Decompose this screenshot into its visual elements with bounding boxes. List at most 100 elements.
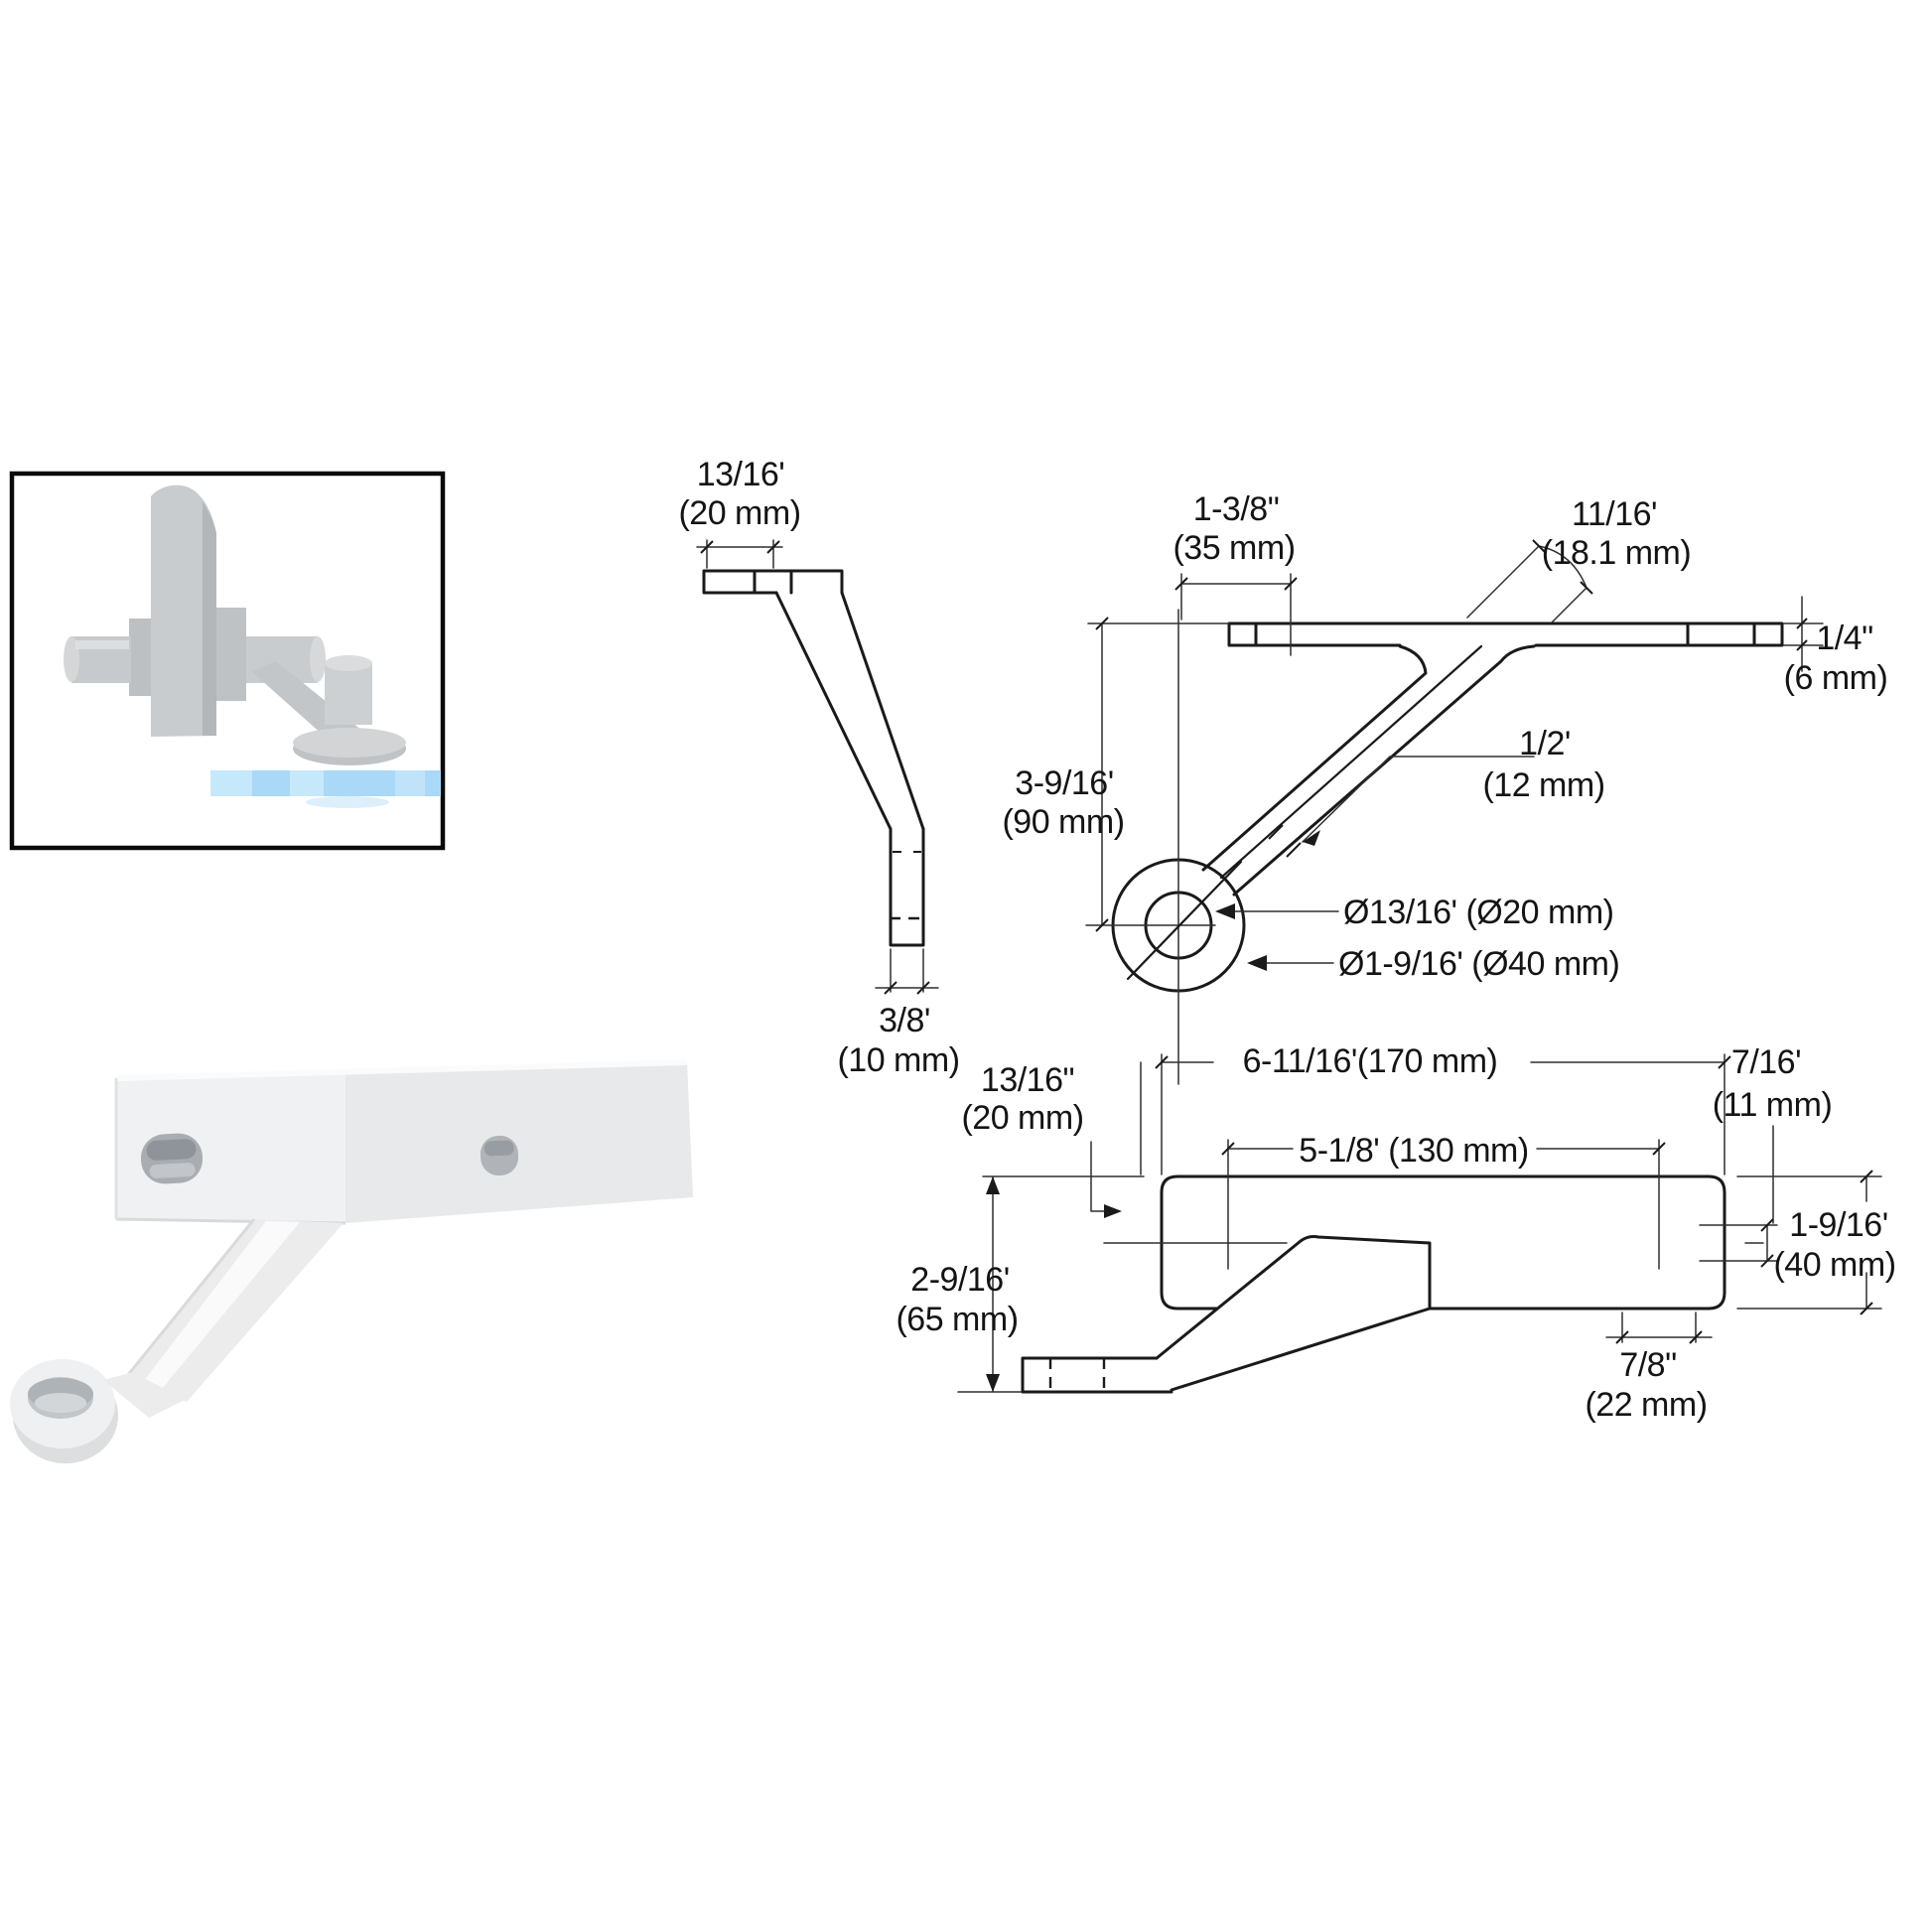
dim-label-front-edge-in: 11/16' (1572, 495, 1657, 533)
photo-arm-ring-joint (103, 1372, 185, 1418)
dim-label-side-width-mm: (20 mm) (678, 494, 800, 532)
glass-fin-panel-shade (203, 501, 216, 736)
vertical-stud (325, 663, 372, 725)
side-dim-top-ticks (700, 540, 780, 554)
base-disc (293, 728, 406, 758)
plan-dim-length-lines (1161, 1053, 1725, 1175)
dim-label-front-thickness-in: 1/4" (1816, 620, 1872, 657)
side-view-drawing: 13/16' (20 mm) 3/8' (10 mm) (678, 456, 960, 1079)
product-photo (10, 1059, 693, 1463)
glass-reflection (306, 796, 389, 808)
right-cylinder-cap (310, 636, 326, 682)
dim-label-plan-width-mm: (40 mm) (1773, 1246, 1895, 1284)
dim-label-side-width-in: 13/16' (697, 456, 785, 493)
plan-dim-slot-length-ticks (1615, 1330, 1703, 1344)
dim-label-plan-offset-mm: (20 mm) (961, 1099, 1083, 1137)
dim-label-plan-offset-in: 13/16" (981, 1061, 1074, 1099)
vertical-stud-top (325, 655, 372, 671)
plan-dim-depth-arrow-top (986, 1176, 1000, 1194)
front-dim-arm-ticks (1268, 824, 1302, 858)
plan-boss-outline (1021, 1356, 1173, 1394)
plan-dim-width-ticks (1860, 1170, 1873, 1315)
plan-dim-depth-arrow-bottom (986, 1374, 1000, 1392)
dim-label-side-thickness-in: 3/8' (879, 1002, 930, 1039)
side-dim-bottom-ticks (884, 981, 930, 995)
plan-dim-offset-arrow (1104, 1204, 1122, 1218)
dim-label-plan-slot-length-mm: (22 mm) (1585, 1386, 1707, 1424)
dim-label-front-height-mm: (90 mm) (1002, 803, 1124, 841)
side-lower-section (889, 827, 925, 947)
dim-label-front-arm-mm: (12 mm) (1482, 766, 1604, 804)
front-dim-thickness-ticks (1796, 618, 1808, 651)
plan-wedge-fill (1157, 1236, 1430, 1392)
plan-slot-centerlines (1103, 1139, 1660, 1270)
photo-left-slot (140, 1133, 204, 1184)
photo-right-slot (480, 1135, 519, 1175)
dim-label-front-offset-in: 1-3/8" (1193, 490, 1280, 528)
dim-label-front-arm-in: 1/2' (1519, 725, 1571, 762)
dim-label-front-hole: Ø13/16' (Ø20 mm) (1343, 894, 1613, 931)
front-dim-height-ticks (1095, 617, 1109, 932)
dim-label-front-edge-mm: (18.1 mm) (1542, 534, 1691, 572)
front-view-drawing: 1-3/8" (35 mm) 11/16' (18.1 mm) 1/4" (6 … (1002, 490, 1888, 1085)
plan-plate-outline (1160, 1174, 1726, 1311)
plan-dim-slot-edge-ticks (1760, 1218, 1774, 1268)
front-dim-offset-ticks (1174, 577, 1298, 591)
front-dim-edge-lines (1466, 545, 1587, 623)
front-dim-arm-leader (1302, 756, 1535, 843)
glass-pane-light-2 (290, 770, 324, 796)
dim-label-front-boss: Ø1-9/16' (Ø40 mm) (1338, 945, 1619, 983)
dim-label-plan-depth-mm: (65 mm) (896, 1301, 1018, 1338)
plan-dim-offset-lines (1090, 1061, 1142, 1212)
front-dim-hole-arrow (1215, 903, 1235, 919)
front-boss-centerlines (1141, 609, 1216, 1085)
front-dim-boss-arrow (1247, 955, 1267, 971)
front-boss-diagonal (1126, 860, 1243, 981)
photo-plate-right-face (345, 1062, 693, 1223)
plan-dim-depth-lines (957, 1175, 1145, 1393)
front-dim-arm-arrow (1303, 830, 1320, 846)
side-dim-top-lines (696, 539, 783, 569)
front-dim-offset-lines (1087, 573, 1292, 656)
plan-dim-slot-edge-lines (1699, 1125, 1778, 1262)
assembly-preview-box (9, 471, 446, 851)
side-plate-fill (704, 571, 842, 593)
front-arm-inner-edge (1232, 644, 1536, 897)
dim-label-front-height-in: 3-9/16' (1015, 764, 1113, 802)
front-arm-mid-edge (1219, 644, 1483, 880)
front-arm-outer-edge (1201, 644, 1428, 872)
right-collar (216, 608, 246, 701)
side-dim-bottom-lines (875, 948, 939, 993)
dim-label-plan-depth-in: 2-9/16' (910, 1261, 1009, 1299)
dim-label-plan-slot-edge-mm: (11 mm) (1713, 1086, 1833, 1124)
front-plate-outline (1227, 621, 1784, 647)
front-plate-fill (1229, 623, 1782, 645)
glass-pane-light-1 (210, 770, 252, 796)
front-dim-height-lines (1085, 622, 1143, 926)
photo-plate-left-face (116, 1071, 345, 1223)
dim-label-plan-slot-edge-in: 7/16' (1731, 1043, 1801, 1081)
plan-dim-width-lines (1736, 1175, 1882, 1310)
side-plate-outline (702, 569, 844, 595)
photo-ring-hole-light (35, 1393, 86, 1413)
left-cylinder-highlight (75, 640, 129, 649)
dim-label-plan-slot-centers: 5-1/8' (130 mm) (1299, 1132, 1528, 1170)
plan-view-drawing: 6-11/16'(170 mm) 5-1/8' (130 mm) 13/16" … (896, 1042, 1896, 1424)
dim-label-plan-length: 6-11/16'(170 mm) (1243, 1042, 1498, 1080)
plan-dim-length-ticks (1155, 1055, 1731, 1069)
glass-pane-light-3 (395, 770, 425, 796)
front-dim-thickness-lines (1783, 596, 1824, 672)
plan-wedge-outline (1155, 1235, 1432, 1392)
dim-label-plan-width-in: 1-9/16' (1789, 1206, 1887, 1244)
photo-plate-top-highlight (115, 1059, 688, 1081)
dim-label-side-thickness-mm: (10 mm) (837, 1041, 959, 1079)
dim-label-front-offset-mm: (35 mm) (1173, 529, 1295, 567)
dim-label-front-thickness-mm: (6 mm) (1784, 659, 1888, 697)
front-dim-edge-ticks (1532, 539, 1593, 595)
glass-fin-panel (151, 484, 216, 737)
photo-arm-edge (125, 1218, 256, 1377)
dim-label-plan-slot-length-in: 7/8" (1619, 1346, 1676, 1384)
plan-boss-hidden-hole (1048, 1358, 1106, 1392)
